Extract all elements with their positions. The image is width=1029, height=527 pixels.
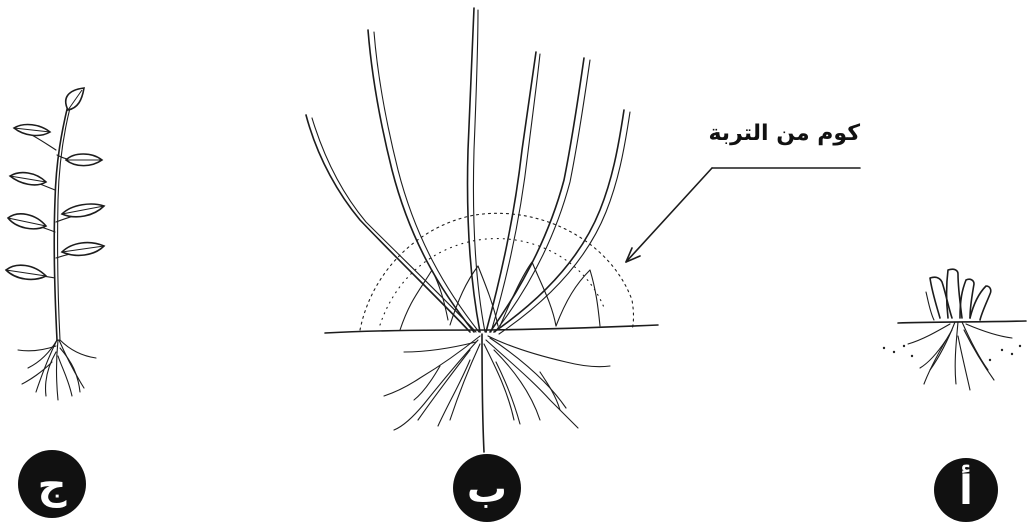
- soil-dots: [883, 345, 1021, 361]
- leaf-icon: [66, 154, 102, 166]
- leaf-icon: [6, 265, 46, 279]
- figure-c-roots: [18, 340, 96, 400]
- label-c: ج: [38, 462, 67, 508]
- label-badge-b: ب: [453, 454, 521, 522]
- figure-b-plant: [306, 8, 658, 452]
- label-b: ب: [467, 466, 507, 512]
- figure-a-plant: [883, 269, 1026, 390]
- figure-b-roots: [384, 334, 610, 452]
- leaf-icon: [66, 88, 84, 110]
- label-a: أ: [959, 464, 973, 514]
- callout-arrow: [626, 168, 712, 262]
- figure-c-plant: [6, 88, 104, 400]
- callout: كوم من التربة: [626, 121, 860, 262]
- label-badge-c: ج: [18, 450, 86, 518]
- label-badge-a: أ: [934, 458, 998, 522]
- leaf-icon: [62, 204, 104, 217]
- leaf-icon: [10, 173, 46, 185]
- figure-a-roots: [908, 322, 1012, 390]
- callout-label: كوم من التربة: [708, 121, 860, 146]
- leaf-icon: [62, 243, 104, 256]
- leaf-icon: [8, 214, 46, 229]
- leaf-icon: [14, 125, 50, 136]
